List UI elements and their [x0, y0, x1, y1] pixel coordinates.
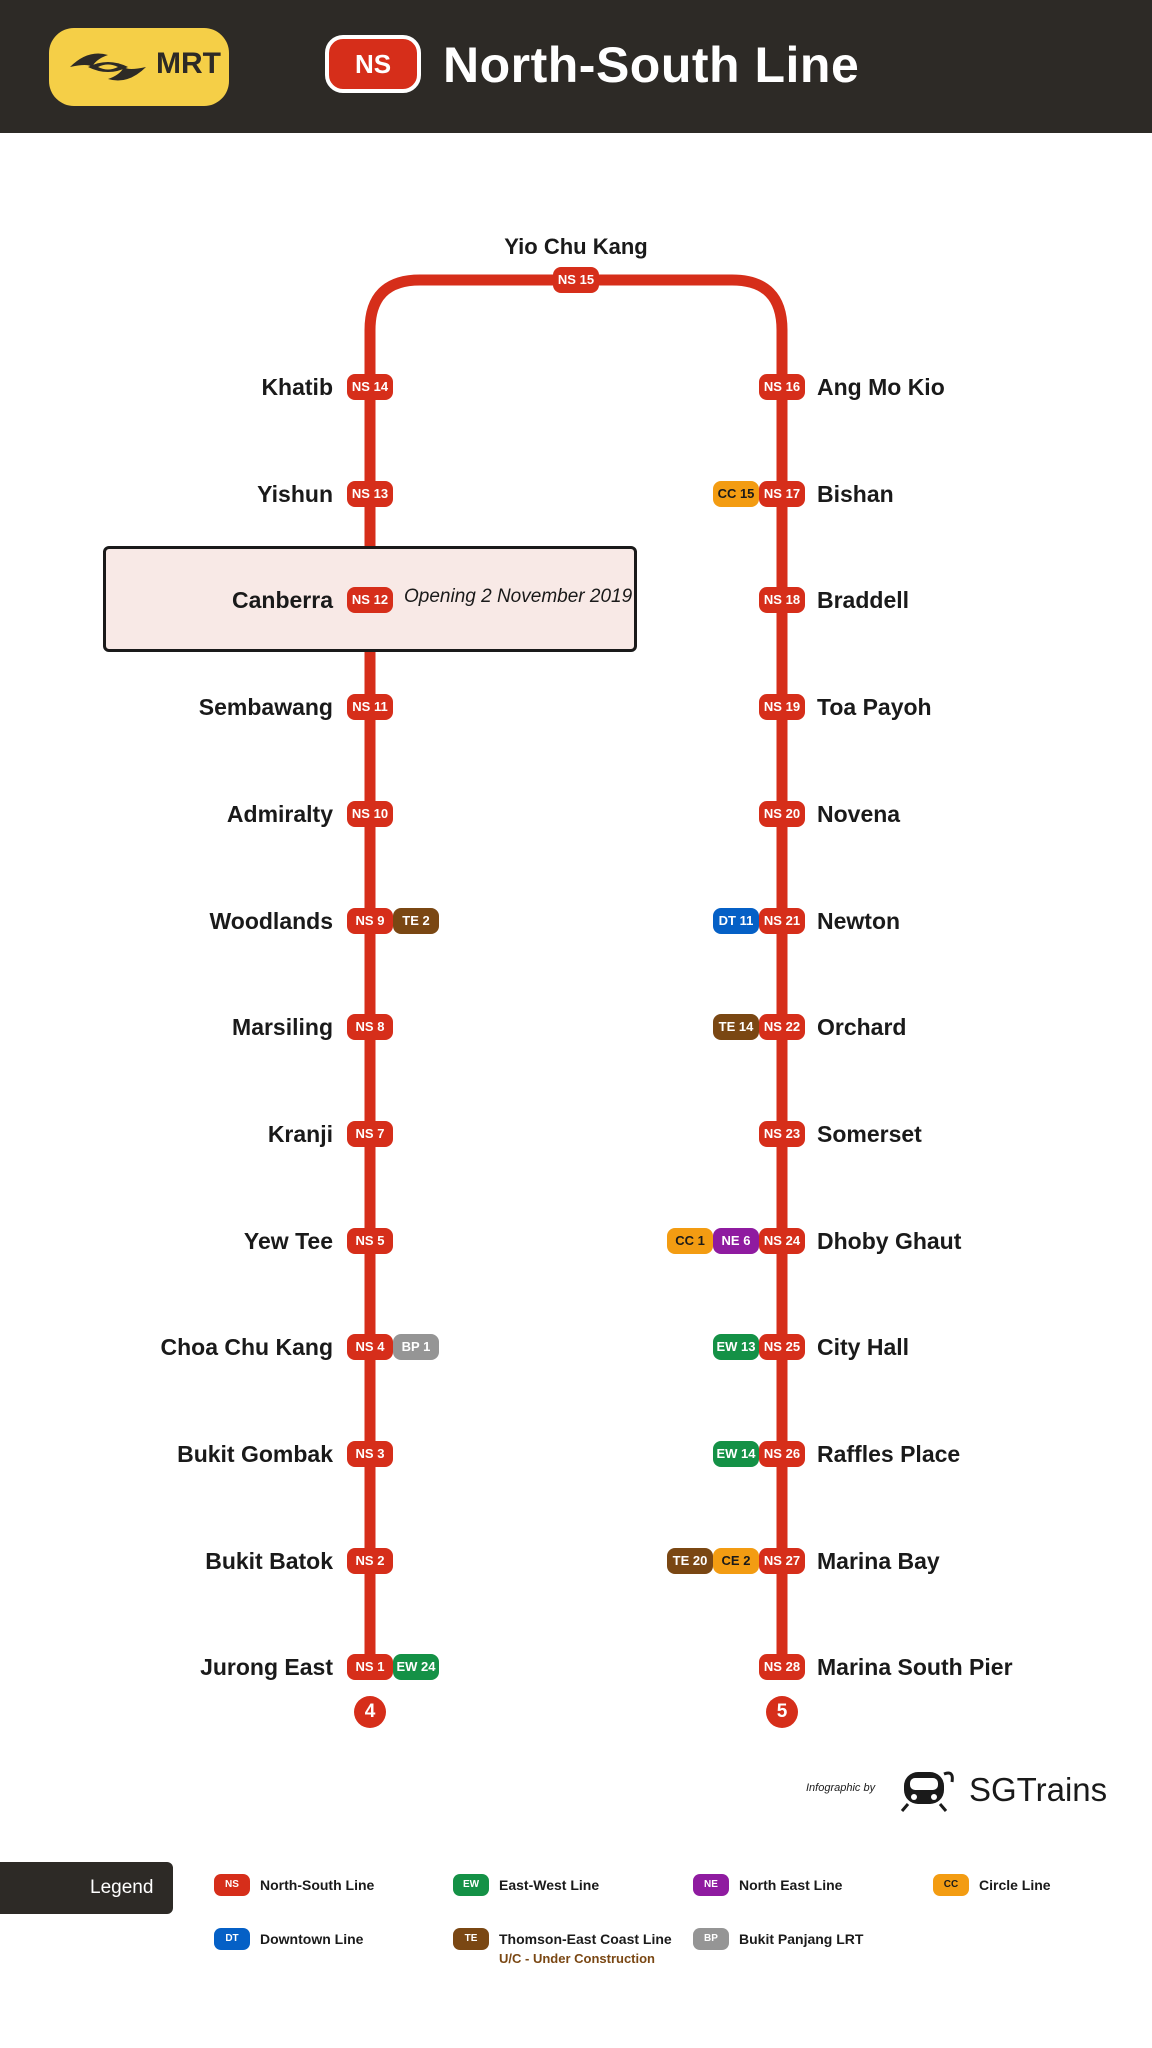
station-code-ns: NS 22 [759, 1014, 805, 1041]
station-name: Yew Tee [243, 1227, 333, 1254]
legend-label-ne: North East Line [739, 1877, 843, 1893]
legend-chip-ne: NE [693, 1874, 729, 1896]
station-code-ns: NS 1 [347, 1654, 393, 1681]
legend-chip-dt: DT [214, 1928, 250, 1950]
legend-label-ew: East-West Line [499, 1877, 600, 1893]
station-code-dt: DT 11 [713, 907, 759, 934]
route-line [364, 274, 788, 1670]
station-code-ew: EW 13 [713, 1334, 759, 1361]
station-code-ns: NS 8 [347, 1014, 393, 1041]
station-name: Ang Mo Kio [817, 374, 945, 400]
legend-chip-bp: BP [693, 1928, 729, 1950]
credit-brand: SGTrains [969, 1771, 1108, 1808]
legend-label-ns: North-South Line [260, 1877, 375, 1893]
station-name: Bukit Gombak [177, 1441, 333, 1467]
legend-label-cc: Circle Line [979, 1877, 1051, 1893]
station-code-ns: NS 9 [347, 907, 393, 934]
station-code-ns: NS 2 [347, 1547, 393, 1574]
credit-label: Infographic by [806, 1782, 876, 1794]
station-code-ns: NS 3 [347, 1441, 393, 1467]
station-code-te: TE 20 [667, 1547, 713, 1574]
station-code-ns: NS 23 [759, 1120, 805, 1147]
station-name: Khatib [261, 374, 333, 400]
station-name: Novena [817, 800, 901, 827]
station-code-ns: NS 20 [759, 800, 805, 827]
station-name: Raffles Place [817, 1441, 961, 1467]
station-code-cc: CE 2 [713, 1547, 759, 1574]
station-name: Bishan [817, 480, 894, 507]
station-code-ns: NS 10 [347, 800, 393, 827]
station-code-ns: NS 7 [347, 1120, 393, 1147]
station-code-ns: NS 28 [759, 1654, 805, 1681]
station-name: Marina South Pier [817, 1654, 1013, 1681]
legend-title: Legend [0, 1862, 173, 1914]
legend-title-text: Legend [90, 1877, 154, 1898]
station-code-ns: NS 4 [347, 1334, 393, 1361]
end-marker-right: 5 [766, 1696, 798, 1728]
line-code-badge: NS [325, 35, 421, 93]
station-name: Braddell [817, 587, 910, 614]
station-code-ns: NS 12 [347, 587, 393, 614]
station-code-ns: NS 24 [759, 1227, 805, 1254]
station-code-ns: NS 25 [759, 1334, 805, 1361]
station-name: Newton [817, 907, 901, 934]
station-name: Yishun [257, 480, 333, 507]
station-code-ns: NS 27 [759, 1547, 805, 1574]
station-code-ns: NS 19 [759, 694, 805, 721]
station-name: Marina Bay [817, 1547, 940, 1574]
legend-label-te: Thomson-East Coast Line [499, 1931, 672, 1947]
station-code-ns: NS 18 [759, 587, 805, 614]
station-code-ew: EW 24 [393, 1654, 439, 1681]
station-code-ns: NS 11 [347, 694, 393, 721]
station-name: Marsiling [232, 1014, 333, 1041]
station-name: Orchard [817, 1014, 907, 1041]
station-code-bp: BP 1 [393, 1334, 439, 1361]
mrt-logo: MRT [52, 31, 226, 103]
station-name: Sembawang [198, 694, 333, 721]
station-code-ns: NS 13 [347, 480, 393, 507]
station-code-ns: NS 14 [347, 374, 393, 400]
station-code-ns: NS 16 [759, 374, 805, 400]
station-code-cc: CC 15 [713, 480, 759, 507]
legend-chip-ns: NS [214, 1874, 250, 1896]
station-name: Woodlands [209, 907, 333, 934]
legend-chip-ew: EW [453, 1874, 489, 1896]
station-name: Canberra [232, 587, 333, 614]
station-code-te: TE 14 [713, 1014, 759, 1041]
station-code-ns: NS 17 [759, 480, 805, 507]
station-code-ns: NS 5 [347, 1227, 393, 1254]
mrt-logo-icon [70, 53, 146, 81]
station-name: Yio Chu Kang [504, 234, 648, 259]
station-code-ne: NE 6 [713, 1227, 759, 1254]
station-name: Dhoby Ghaut [817, 1227, 962, 1254]
station-code-ns: NS 15 [553, 267, 599, 293]
legend-label-bp: Bukit Panjang LRT [739, 1931, 864, 1947]
station-code-te: TE 2 [393, 907, 439, 934]
station-name: Bukit Batok [205, 1547, 333, 1574]
station-code-ew: EW 14 [713, 1441, 759, 1467]
mrt-logo-text: MRT [156, 47, 221, 80]
header-bar: MRT NS North-South Line [0, 0, 1152, 133]
page-title: North-South Line [443, 37, 860, 93]
opening-note: Opening 2 November 2019 [404, 586, 633, 607]
end-marker-left: 4 [354, 1696, 386, 1728]
station-name: City Hall [817, 1334, 910, 1361]
station-name: Somerset [817, 1120, 922, 1147]
station-name: Toa Payoh [817, 694, 932, 721]
station-name: Choa Chu Kang [160, 1334, 334, 1361]
legend-chip-te: TE [453, 1928, 489, 1950]
station-code-cc: CC 1 [667, 1227, 713, 1254]
station-name: Jurong East [200, 1654, 333, 1681]
station-name: Kranji [267, 1120, 333, 1147]
station-name: Admiralty [226, 800, 333, 827]
train-icon [900, 1771, 954, 1812]
station-code-ns: NS 26 [759, 1441, 805, 1467]
legend-note: U/C - Under Construction [499, 1951, 655, 1966]
legend-label-dt: Downtown Line [260, 1931, 364, 1947]
station-code-ns: NS 21 [759, 907, 805, 934]
legend-chip-cc: CC [933, 1874, 969, 1896]
